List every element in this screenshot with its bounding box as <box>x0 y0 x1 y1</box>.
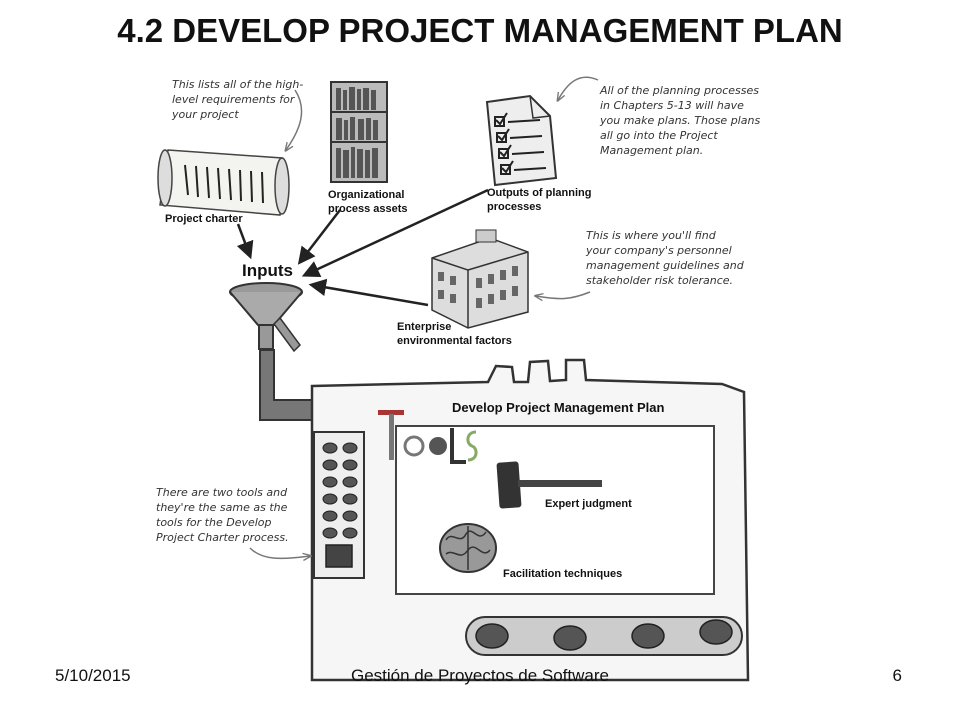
note-enterprise: This is where you'll find your company's… <box>536 229 745 299</box>
checklist-icon <box>485 94 558 187</box>
svg-text:This lists all of the high-: This lists all of the high- <box>172 78 303 91</box>
building-icon <box>431 229 529 329</box>
svg-text:you make plans. Those plans: you make plans. Those plans <box>599 114 760 127</box>
note-tools: There are two tools and they're the same… <box>156 486 310 558</box>
svg-text:Project Charter process.: Project Charter process. <box>156 531 289 544</box>
footer-course: Gestión de Proyectos de Software <box>351 666 609 685</box>
funnel-icon <box>229 282 303 353</box>
scroll-icon <box>157 149 290 216</box>
svg-text:your company's personnel: your company's personnel <box>585 244 732 257</box>
svg-text:This is where you'll find: This is where you'll find <box>586 229 717 242</box>
facilitation-label: Facilitation techniques <box>503 568 622 580</box>
footer-date: 5/10/2015 <box>55 666 131 685</box>
project-charter-label: Project charter <box>165 213 243 225</box>
input-arrows <box>236 188 489 307</box>
note-planning: All of the planning processes in Chapter… <box>558 76 760 157</box>
planning-outputs-label-1: Outputs of planning <box>487 187 591 199</box>
svg-text:your project: your project <box>171 108 239 121</box>
org-assets-label-1: Organizational <box>328 189 404 201</box>
org-assets-label-2: process assets <box>328 203 408 215</box>
slide-title: 4.2 DEVELOP PROJECT MANAGEMENT PLAN <box>117 12 843 49</box>
svg-text:management guidelines and: management guidelines and <box>586 259 745 272</box>
note-charter: This lists all of the high- level requir… <box>171 78 303 150</box>
svg-text:level requirements for: level requirements for <box>172 93 296 106</box>
svg-text:All of the planning processes: All of the planning processes <box>599 84 759 97</box>
planning-outputs-label-2: processes <box>487 201 541 213</box>
enterprise-label-2: environmental factors <box>397 335 512 347</box>
pipe <box>259 349 319 421</box>
tools-icon <box>378 410 478 464</box>
svg-text:they're the same as the: they're the same as the <box>156 501 288 514</box>
machine-title: Develop Project Management Plan <box>452 400 664 415</box>
gavel-icon <box>496 461 602 509</box>
brain-icon <box>439 523 497 573</box>
footer-page-number: 6 <box>892 666 902 685</box>
svg-text:all go into the Project: all go into the Project <box>600 129 718 142</box>
bookshelf-icon <box>330 81 388 183</box>
svg-text:in Chapters 5-13 will have: in Chapters 5-13 will have <box>600 99 744 112</box>
svg-text:Management plan.: Management plan. <box>600 144 703 157</box>
expert-judgment-label: Expert judgment <box>545 498 632 510</box>
svg-text:There are two tools and: There are two tools and <box>156 486 288 499</box>
inputs-label: Inputs <box>242 261 293 280</box>
svg-text:tools for the Develop: tools for the Develop <box>156 516 272 529</box>
svg-text:stakeholder risk tolerance.: stakeholder risk tolerance. <box>586 274 733 287</box>
enterprise-label-1: Enterprise <box>397 321 451 333</box>
